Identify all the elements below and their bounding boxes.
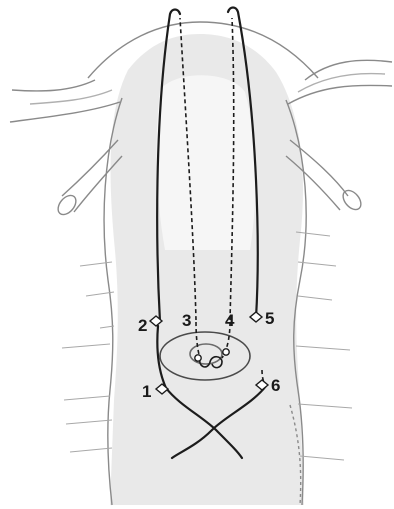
- label-3: 3: [182, 311, 191, 330]
- marker-4: [223, 349, 229, 355]
- label-6: 6: [271, 376, 280, 395]
- left-tube-inner: [30, 90, 112, 104]
- label-1: 1: [142, 382, 151, 401]
- label-4: 4: [225, 311, 235, 330]
- left-tube-upper: [12, 80, 95, 91]
- uterus-highlight: [157, 75, 256, 250]
- left-tube-lower: [10, 102, 120, 122]
- label-2: 2: [138, 316, 147, 335]
- left-ligament-end: [55, 192, 80, 218]
- marker-3: [195, 355, 201, 361]
- left-round-ligament-top: [62, 140, 118, 196]
- label-5: 5: [265, 309, 274, 328]
